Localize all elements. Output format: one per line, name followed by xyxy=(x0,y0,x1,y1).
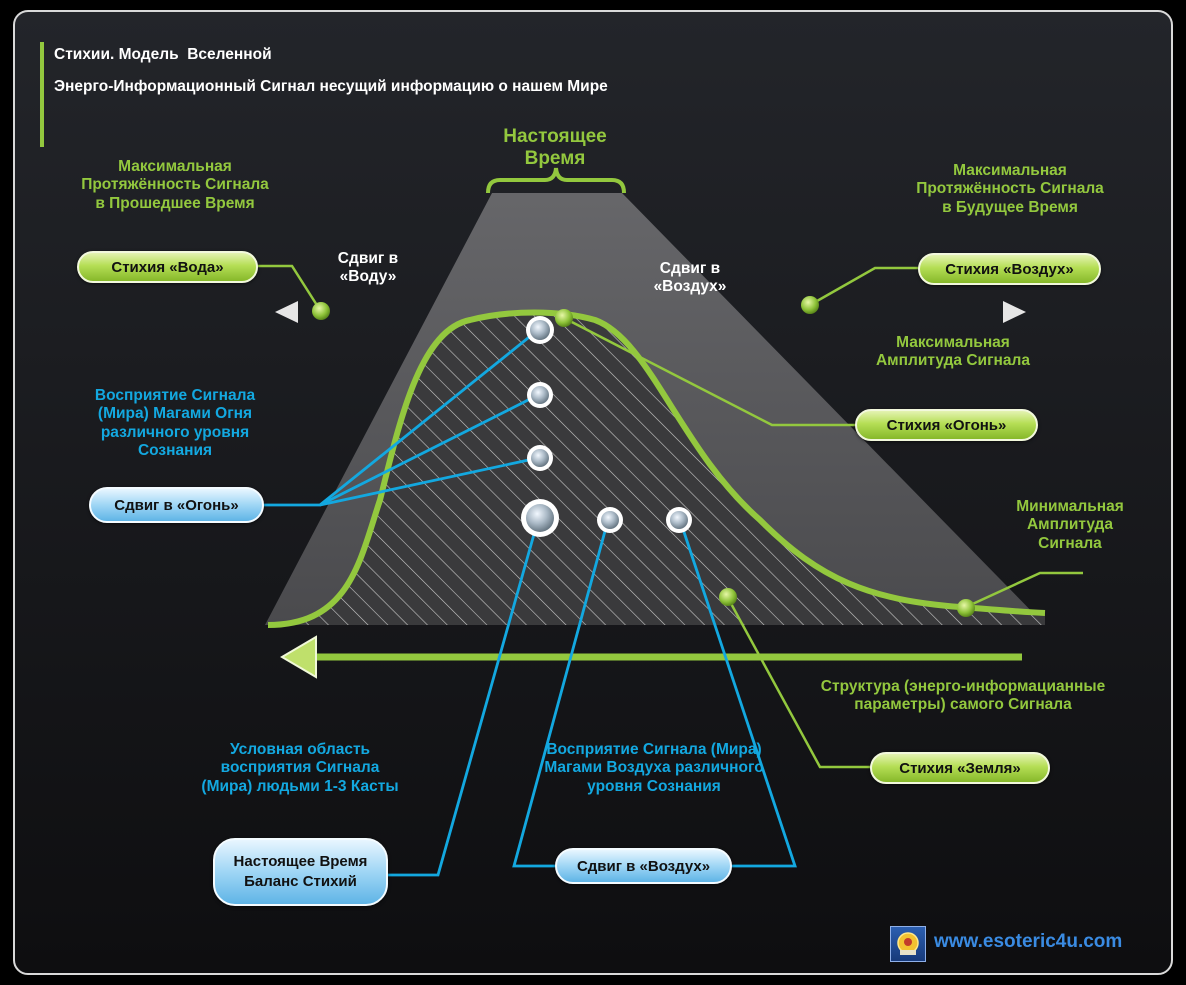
min-amplitude-connector xyxy=(965,571,1083,609)
dot-fire-2 xyxy=(531,386,549,404)
balance-line-2: Баланс Стихий xyxy=(244,873,357,890)
balance-connector xyxy=(385,519,540,877)
dot-air-2 xyxy=(670,511,688,529)
logo-emblem-icon xyxy=(897,932,919,955)
balance-button[interactable]: Настоящее Время Баланс Стихий xyxy=(213,838,388,906)
marker-earth xyxy=(719,588,737,606)
structure-label: Структура (энерго-информацианные парамет… xyxy=(820,678,1106,714)
axis-arrow-right xyxy=(1003,301,1026,323)
fire-mages-label: Восприятие Сигнала (Мира) Магами Огня ра… xyxy=(94,387,256,459)
marker-water xyxy=(312,302,330,320)
air-mages-connector-1 xyxy=(512,519,610,868)
axis-arrow-left xyxy=(275,301,298,323)
water-connector xyxy=(255,264,322,311)
earth-connector xyxy=(726,597,882,769)
dot-fire-1 xyxy=(530,320,550,340)
air-connector xyxy=(809,266,920,307)
fire-mages-connector-2 xyxy=(319,393,539,507)
present-time-label: Настоящее Время xyxy=(503,126,607,170)
air-element-button[interactable]: Стихия «Воздух» xyxy=(918,253,1101,285)
min-amplitude-label: Минимальная Амплитуда Сигнала xyxy=(1016,498,1124,552)
site-logo[interactable] xyxy=(890,926,926,962)
shift-air-button[interactable]: Сдвиг в «Воздух» xyxy=(555,848,732,884)
dot-air-1 xyxy=(601,511,619,529)
marker-air xyxy=(801,296,819,314)
shift-fire-button[interactable]: Сдвиг в «Огонь» xyxy=(89,487,264,523)
dot-fire-3 xyxy=(531,449,549,467)
max-past-label: Максимальная Протяжённость Сигнала в Про… xyxy=(81,158,269,212)
signal-curve xyxy=(267,309,1046,628)
fire-connector xyxy=(563,316,858,427)
fire-element-button[interactable]: Стихия «Огонь» xyxy=(855,409,1038,441)
title-accent-bar xyxy=(40,42,44,147)
max-future-label: Максимальная Протяжённость Сигнала в Буд… xyxy=(916,162,1104,216)
shift-water-label: Сдвиг в «Воду» xyxy=(337,250,399,286)
page-title: Стихии. Модель Вселенной xyxy=(54,46,272,63)
element-markers xyxy=(312,296,975,617)
max-amplitude-label: Максимальная Амплитуда Сигнала xyxy=(875,334,1030,370)
fire-mages-connector-3 xyxy=(319,456,539,507)
perception-dots xyxy=(521,316,692,537)
site-url-link[interactable]: www.esoteric4u.com xyxy=(934,931,1123,952)
air-mages-connector-2 xyxy=(678,519,797,868)
balance-line-1: Настоящее Время xyxy=(233,852,368,870)
marker-fire xyxy=(555,309,573,327)
earth-element-button[interactable]: Стихия «Земля» xyxy=(870,752,1050,784)
people-area-label: Условная область восприятия Сигнала (Мир… xyxy=(201,741,399,795)
air-mages-label: Восприятие Сигнала (Мира) Магами Воздуха… xyxy=(544,741,764,795)
water-element-button[interactable]: Стихия «Вода» xyxy=(77,251,258,283)
time-flow-arrow-head xyxy=(280,635,317,679)
page-subtitle: Энерго-Информационный Сигнал несущий инф… xyxy=(54,78,608,95)
shift-air-label: Сдвиг в «Воздух» xyxy=(653,260,727,296)
dot-balance xyxy=(526,504,554,532)
present-time-brace xyxy=(486,167,626,194)
marker-min-amplitude xyxy=(957,599,975,617)
